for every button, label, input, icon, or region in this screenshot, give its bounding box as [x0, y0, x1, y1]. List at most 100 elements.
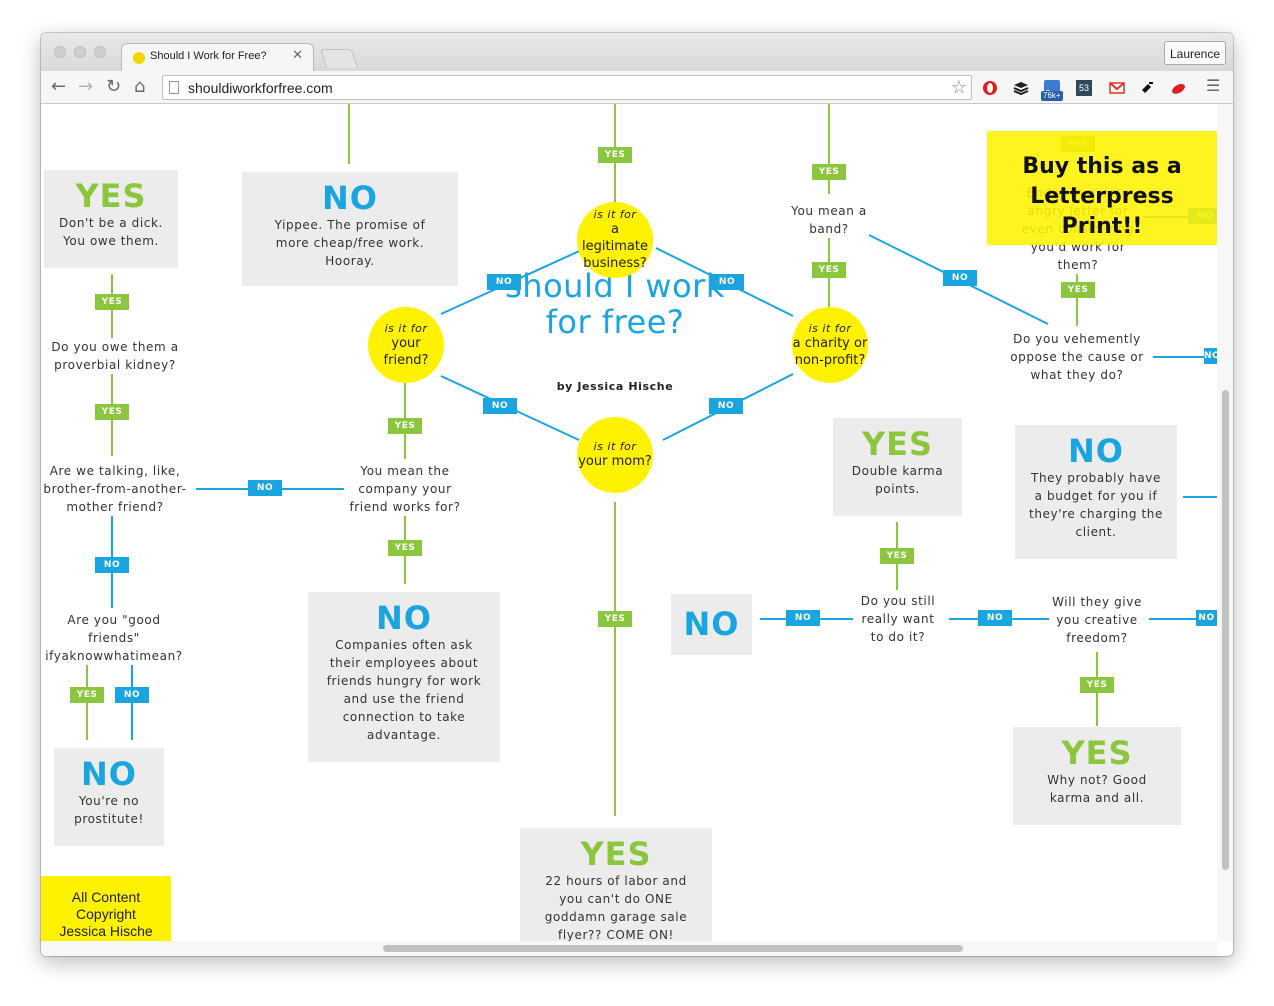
answer-label: NO — [683, 605, 740, 643]
opera-extension-icon[interactable] — [982, 80, 998, 96]
layers-extension-icon[interactable] — [1013, 80, 1029, 96]
menu-icon[interactable]: ☰ — [1206, 76, 1221, 95]
letterpress-promo[interactable] — [987, 131, 1217, 245]
minimize-window-button[interactable] — [74, 46, 86, 58]
new-tab-button[interactable] — [319, 49, 359, 68]
answer-no-budget: NO They probably have a budget for you i… — [1015, 425, 1177, 559]
question-oppose-cause: Do you vehemently oppose the cause or wh… — [1003, 330, 1151, 384]
question-brother-friend: Are we talking, like, brother-from-anoth… — [41, 462, 189, 516]
decision-text: business? — [583, 256, 647, 271]
answer-label: NO — [322, 179, 378, 217]
chart-title-line2: for free? — [545, 303, 685, 341]
answer-text: Yippee. The promise of more cheap/free w… — [274, 218, 426, 268]
yes-tag: YES — [388, 540, 422, 556]
decision-text: a charity or — [792, 335, 868, 351]
yes-tag: YES — [598, 611, 632, 627]
decision-text: a legitimate — [582, 222, 648, 254]
answer-label: YES — [1061, 734, 1133, 772]
connector-line — [348, 104, 350, 164]
copyright-text: All Content Copyright Jessica Hische 201… — [59, 889, 153, 941]
gmail-extension-icon[interactable] — [1109, 80, 1125, 96]
answer-yes-double-karma: YES Double karma points. — [833, 418, 962, 516]
letterpress-promo-text[interactable]: Buy this as a Letterpress Print!! — [1022, 154, 1182, 239]
connector-line — [614, 502, 616, 816]
no-tag: NO — [115, 687, 149, 703]
question-company: You mean the company your friend works f… — [345, 462, 465, 516]
answer-text: You're no prostitute! — [74, 794, 144, 826]
tab-close-icon[interactable]: ✕ — [292, 48, 303, 63]
answer-text: Don't be a dick. You owe them. — [59, 216, 163, 248]
answer-label: NO — [81, 755, 137, 793]
back-arrow-icon[interactable]: ← — [51, 76, 67, 97]
decision-legit-business: is it for a legitimate business? — [577, 202, 653, 278]
connector-line — [1149, 618, 1217, 620]
answer-label: YES — [580, 835, 652, 873]
yes-tag: YES — [95, 294, 129, 310]
decision-prefix: is it for — [593, 440, 637, 453]
title-bar: Should I Work for Free? ✕ Laurence — [41, 33, 1233, 71]
browser-window: Should I Work for Free? ✕ Laurence ← → ↻… — [41, 33, 1233, 956]
toolbar: ← → ↻ ⌂ shouldiworkforfree.com ☆ 76k+ 53… — [41, 71, 1233, 104]
answer-label: NO — [376, 599, 432, 637]
decision-prefix: is it for — [808, 321, 852, 335]
no-tag: NO — [709, 398, 743, 414]
vertical-scrollbar[interactable] — [1217, 104, 1233, 941]
answer-text: 22 hours of labor and you can't do ONE g… — [544, 874, 688, 941]
answer-yes-why-not: YES Why not? Good karma and all. — [1013, 727, 1181, 825]
horizontal-scroll-thumb[interactable] — [383, 945, 963, 952]
yes-tag: YES — [1061, 282, 1095, 298]
connector-line — [1153, 356, 1217, 358]
reload-icon[interactable]: ↻ — [106, 76, 122, 97]
no-tag: NO — [1204, 348, 1217, 364]
flowchart-page: should I work for free? by Jessica Hisch… — [41, 104, 1217, 941]
home-icon[interactable]: ⌂ — [134, 76, 146, 97]
copyright-box — [41, 876, 171, 941]
horizontal-scrollbar[interactable] — [41, 941, 1217, 956]
answer-yes-22-hours: YES 22 hours of labor and you can't do O… — [520, 828, 712, 941]
zoom-window-button[interactable] — [94, 46, 106, 58]
decision-text: your mom? — [578, 454, 652, 469]
address-bar[interactable]: shouldiworkforfree.com ☆ — [162, 75, 972, 100]
no-tag: NO — [487, 274, 521, 290]
question-still-want: Do you still really want to do it? — [853, 592, 943, 646]
bookmark-star-icon[interactable]: ☆ — [950, 77, 967, 98]
yes-tag: YES — [880, 548, 914, 564]
yes-tag: YES — [95, 404, 129, 420]
close-window-button[interactable] — [54, 46, 66, 58]
lips-extension-icon[interactable] — [1170, 80, 1186, 96]
connector-line — [828, 104, 830, 194]
tab-title: Should I Work for Free? — [150, 50, 267, 62]
answer-label: YES — [75, 177, 147, 215]
no-tag: NO — [248, 480, 282, 496]
decision-charity: is it for a charity or non-profit? — [792, 307, 868, 383]
forward-arrow-icon[interactable]: → — [78, 76, 94, 97]
no-tag: NO — [786, 610, 820, 626]
no-tag: NO — [95, 557, 129, 573]
decision-prefix: is it for — [384, 321, 428, 335]
answer-label: NO — [1068, 432, 1124, 470]
answer-label: YES — [861, 425, 934, 463]
no-tag: NO — [710, 274, 744, 290]
answer-text: They probably have a budget for you if t… — [1029, 471, 1163, 539]
rss-badge: 76k+ — [1041, 91, 1063, 101]
decision-friend: is it for your friend? — [368, 307, 444, 383]
profile-button[interactable]: Laurence — [1164, 41, 1226, 65]
url-text: shouldiworkforfree.com — [188, 80, 333, 96]
favicon-icon — [133, 52, 145, 64]
yes-tag: YES — [598, 147, 632, 163]
decision-text: non-profit? — [794, 352, 866, 368]
yes-tag: YES — [812, 262, 846, 278]
question-good-friends: Are you "good friends" ifyaknowwhatimean… — [41, 611, 187, 665]
answer-no-prostitute: NO You're no prostitute! — [54, 748, 164, 846]
vertical-scroll-thumb[interactable] — [1222, 390, 1229, 870]
plug-extension-icon[interactable] — [1139, 80, 1155, 96]
no-tag: NO — [483, 398, 517, 414]
answer-no-yippee: NO Yippee. The promise of more cheap/fre… — [242, 172, 458, 286]
decision-prefix: is it for — [593, 208, 637, 221]
question-creative-freedom: Will they give you creative freedom? — [1049, 593, 1145, 647]
answer-text: Double karma points. — [851, 464, 944, 496]
connector-line — [1183, 496, 1217, 498]
yes-tag: YES — [388, 418, 422, 434]
tab-should-i-work-for-free[interactable]: Should I Work for Free? ✕ — [121, 43, 314, 71]
counter-extension-icon[interactable]: 53 — [1076, 80, 1092, 96]
